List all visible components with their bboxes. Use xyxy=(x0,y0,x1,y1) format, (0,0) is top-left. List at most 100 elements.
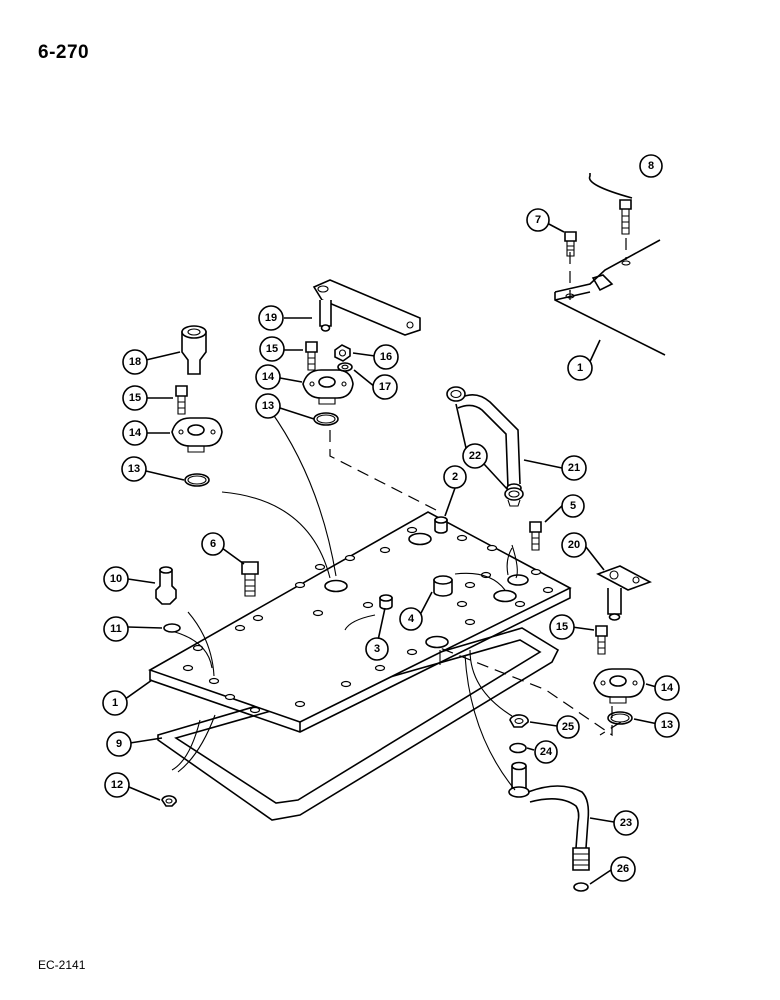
callout-17: 17 xyxy=(372,374,398,400)
o-ring-13-b-inner xyxy=(316,414,336,424)
svg-text:1: 1 xyxy=(577,362,583,374)
svg-text:10: 10 xyxy=(110,573,122,585)
svg-text:2: 2 xyxy=(452,471,458,483)
flange-14-a xyxy=(171,417,223,453)
svg-text:21: 21 xyxy=(568,462,580,474)
callout-12: 12 xyxy=(104,772,130,798)
svg-text:25: 25 xyxy=(562,721,574,733)
svg-text:6: 6 xyxy=(210,538,216,550)
svg-text:14: 14 xyxy=(129,427,142,439)
callout-22: 22 xyxy=(462,443,488,469)
bracket-19 xyxy=(312,279,421,336)
svg-text:24: 24 xyxy=(540,746,553,758)
snap-ring-12 xyxy=(161,795,177,807)
callout-15-c: 15 xyxy=(549,614,575,640)
callout-25: 25 xyxy=(556,715,580,739)
callout-15-a: 15 xyxy=(122,385,148,411)
figure-code: EC-2141 xyxy=(38,958,86,972)
svg-text:20: 20 xyxy=(568,539,580,551)
nut-16 xyxy=(334,344,351,362)
alignment-curves xyxy=(171,409,518,791)
callout-20: 20 xyxy=(561,532,587,558)
svg-text:19: 19 xyxy=(265,312,277,324)
callout-9: 9 xyxy=(106,731,132,757)
callout-23: 23 xyxy=(613,810,639,836)
svg-text:4: 4 xyxy=(408,613,415,625)
flange-14-b xyxy=(302,369,354,405)
bolt-5 xyxy=(529,521,542,551)
svg-text:17: 17 xyxy=(379,381,391,393)
page-number: 6-270 xyxy=(38,42,90,63)
cover-plate xyxy=(148,511,572,733)
callouts: 1 1 2 3 4 5 6 7 8 9 10 11 12 13 13 13 14… xyxy=(102,154,680,882)
svg-text:8: 8 xyxy=(648,160,654,172)
svg-text:11: 11 xyxy=(110,623,122,635)
callout-16: 16 xyxy=(373,344,399,370)
callout-15-b: 15 xyxy=(259,336,285,362)
callout-14-b: 14 xyxy=(255,364,281,390)
callout-10: 10 xyxy=(103,566,129,592)
bolt-15-a xyxy=(175,385,188,415)
svg-text:5: 5 xyxy=(570,500,576,512)
washer-24 xyxy=(509,742,527,754)
svg-text:9: 9 xyxy=(116,738,122,750)
svg-text:14: 14 xyxy=(661,682,674,694)
tube-23 xyxy=(508,761,590,871)
svg-text:18: 18 xyxy=(129,356,141,368)
svg-text:26: 26 xyxy=(617,863,629,875)
callout-21: 21 xyxy=(561,455,587,481)
svg-text:23: 23 xyxy=(620,817,632,829)
svg-text:15: 15 xyxy=(129,392,141,404)
o-ring-11 xyxy=(163,623,181,633)
callout-26: 26 xyxy=(610,856,636,882)
callout-19: 19 xyxy=(258,305,284,331)
bracket-20 xyxy=(596,565,652,621)
callout-13-a: 13 xyxy=(121,456,147,482)
svg-text:14: 14 xyxy=(262,371,275,383)
bolt-7 xyxy=(564,231,577,257)
callout-11: 11 xyxy=(103,616,129,642)
side-cover-fragment xyxy=(554,238,666,356)
bolt-15-b xyxy=(305,341,318,371)
svg-text:15: 15 xyxy=(266,343,278,355)
o-ring-26 xyxy=(573,882,589,892)
callout-6: 6 xyxy=(201,532,225,556)
svg-text:3: 3 xyxy=(374,643,380,655)
callout-1-plate: 1 xyxy=(102,690,128,716)
svg-text:1: 1 xyxy=(112,697,118,709)
flange-14-c xyxy=(593,668,645,704)
callout-8: 8 xyxy=(639,154,663,178)
svg-text:16: 16 xyxy=(380,351,392,363)
svg-text:13: 13 xyxy=(661,719,673,731)
callout-3: 3 xyxy=(365,637,389,661)
svg-text:12: 12 xyxy=(111,779,123,791)
washer-17 xyxy=(337,362,353,372)
svg-text:22: 22 xyxy=(469,450,481,462)
callout-13-b: 13 xyxy=(255,393,281,419)
svg-text:13: 13 xyxy=(262,400,274,412)
fitting-10 xyxy=(155,566,177,605)
callout-2: 2 xyxy=(443,465,467,489)
snap-ring-25 xyxy=(509,714,529,728)
callout-1-side: 1 xyxy=(567,355,593,381)
callout-14-c: 14 xyxy=(654,675,680,701)
dashed-alignment-lines xyxy=(329,290,622,737)
clamp-22-top xyxy=(446,386,466,402)
gasket xyxy=(157,627,560,821)
callout-4: 4 xyxy=(399,607,423,631)
callout-14-a: 14 xyxy=(122,420,148,446)
pin-18 xyxy=(181,325,207,375)
svg-text:15: 15 xyxy=(556,621,568,633)
bolt-15-c xyxy=(595,625,608,655)
callout-13-c: 13 xyxy=(654,712,680,738)
clamp-22-bottom xyxy=(504,487,524,507)
callout-7: 7 xyxy=(526,208,550,232)
leader-lines xyxy=(120,173,661,885)
callout-5: 5 xyxy=(561,494,585,518)
bolt-8 xyxy=(619,199,632,235)
hose-21 xyxy=(457,394,522,493)
o-ring-13-a-inner xyxy=(187,475,207,485)
svg-text:7: 7 xyxy=(535,214,541,226)
callout-18: 18 xyxy=(122,349,148,375)
